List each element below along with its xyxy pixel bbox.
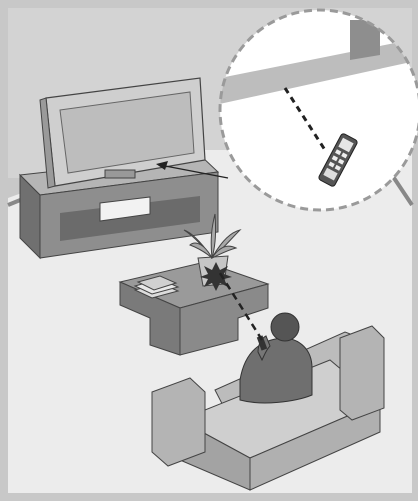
sofa-left-arm — [152, 378, 205, 466]
person-head — [271, 313, 299, 341]
tv-base — [105, 170, 135, 178]
sofa-right-arm — [340, 326, 384, 420]
